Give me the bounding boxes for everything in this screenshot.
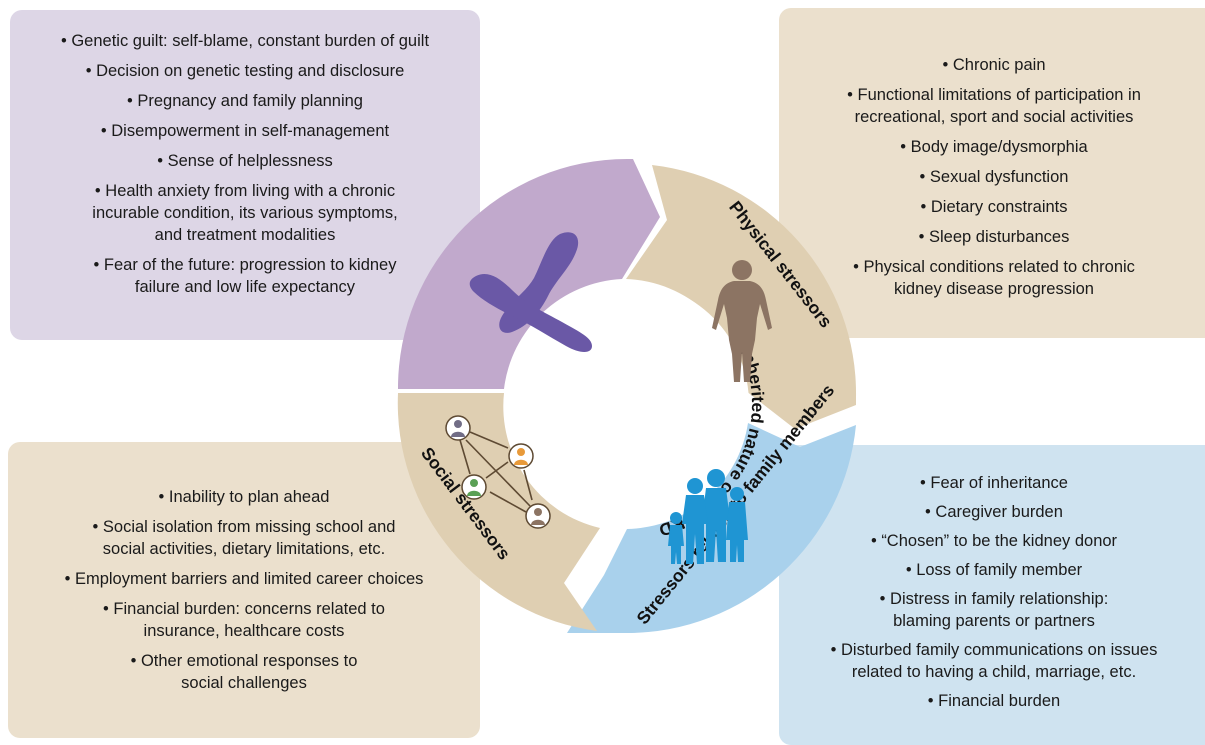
bullet-line: social activities, dietary limitations, … <box>102 540 386 558</box>
bullet-line: recreational, sport and social activitie… <box>854 108 1134 126</box>
social-stressors-list: Inability to plan aheadSocial isolation … <box>65 486 424 694</box>
bullet-item: Disempowerment in self-management <box>61 120 429 142</box>
bullet-item: Sleep disturbances <box>847 226 1141 248</box>
bullet-line: Distress in family relationship: <box>890 589 1109 608</box>
social-network-icon <box>445 415 551 529</box>
bullet-item: Social isolation from missing school and… <box>65 516 424 560</box>
bullet-line: social challenges <box>181 674 307 692</box>
family-stressors-list: Fear of inheritanceCaregiver burden “Chos… <box>831 472 1158 719</box>
bullet-line: kidney disease progression <box>894 280 1094 298</box>
bullet-item: Chronic pain <box>847 54 1141 76</box>
bullet-line: failure and low life expectancy <box>134 278 356 296</box>
bullet-item: Decision on genetic testing and disclosu… <box>61 60 429 82</box>
bullet-line: Health anxiety from living with a chroni… <box>105 182 396 200</box>
bullet-item: Other emotional responses to social chall… <box>65 650 424 694</box>
bullet-item: Sexual dysfunction <box>847 166 1141 188</box>
bullet-item: Financial burden: concerns related to ins… <box>65 598 424 642</box>
bullet-line: incurable condition, its various symptom… <box>92 204 398 222</box>
bullet-line: related to having a child, marriage, etc… <box>851 662 1137 681</box>
physical-stressors-box: Chronic painFunctional limitations of pa… <box>779 8 1205 338</box>
bullet-item: Sense of helplessness <box>61 150 429 172</box>
bullet-item: Dietary constraints <box>847 196 1141 218</box>
chromosome-icon <box>469 232 592 352</box>
social-stressors-segment <box>397 393 600 631</box>
bullet-item: Physical conditions related to chronic ki… <box>847 256 1141 300</box>
bullet-line: and treatment modalities <box>154 226 336 244</box>
bullet-item: Fear of inheritance <box>831 472 1158 494</box>
family-stressors-box: Fear of inheritanceCaregiver burden “Chos… <box>779 445 1205 745</box>
physical-stressors-list: Chronic painFunctional limitations of pa… <box>847 54 1141 300</box>
bullet-item: Employment barriers and limited career c… <box>65 568 423 590</box>
bullet-item: Distress in family relationship: blaming … <box>831 588 1158 632</box>
bullet-item: Health anxiety from living with a chroni… <box>61 180 429 246</box>
bullet-item: Pregnancy and family planning <box>61 90 429 112</box>
bullet-item: Fear of the future: progression to kidne… <box>61 254 429 298</box>
bullet-line: Functional limitations of participation … <box>857 86 1141 104</box>
bullet-line: Fear of the future: progression to kidne… <box>103 256 397 274</box>
inherited-nature-box: Genetic guilt: self-blame, constant burd… <box>10 10 480 340</box>
bullet-item: Functional limitations of participation … <box>847 84 1141 128</box>
social-stressors-box: Inability to plan aheadSocial isolation … <box>8 442 480 738</box>
bullet-item: Caregiver burden <box>831 501 1158 523</box>
bullet-line: Physical conditions related to chronic <box>863 258 1135 276</box>
bullet-line: blaming parents or partners <box>893 611 1095 630</box>
bullet-item: Inability to plan ahead <box>65 486 424 508</box>
bullet-line: Other emotional responses to <box>140 652 358 670</box>
family-icon <box>668 469 748 564</box>
bullet-item: Body image/dysmorphia <box>847 136 1141 158</box>
inherited-nature-list: Genetic guilt: self-blame, constant burd… <box>61 30 429 298</box>
bullet-item: Genetic guilt: self-blame, constant burd… <box>61 30 429 52</box>
inherited-nature-segment <box>397 159 660 389</box>
bullet-line: Social isolation from missing school and <box>102 518 396 536</box>
bullet-item: Disturbed family communications on issue… <box>831 639 1158 683</box>
bullet-item: Financial burden <box>831 690 1158 712</box>
bullet-item: “Chosen” to be the kidney donor <box>831 530 1158 552</box>
bullet-line: Disturbed family communications on issue… <box>840 640 1158 659</box>
bullet-line: insurance, healthcare costs <box>143 622 345 640</box>
human-body-icon <box>712 260 772 382</box>
bullet-line: Financial burden: concerns related to <box>113 600 385 618</box>
bullet-item: Loss of family member <box>831 559 1158 581</box>
